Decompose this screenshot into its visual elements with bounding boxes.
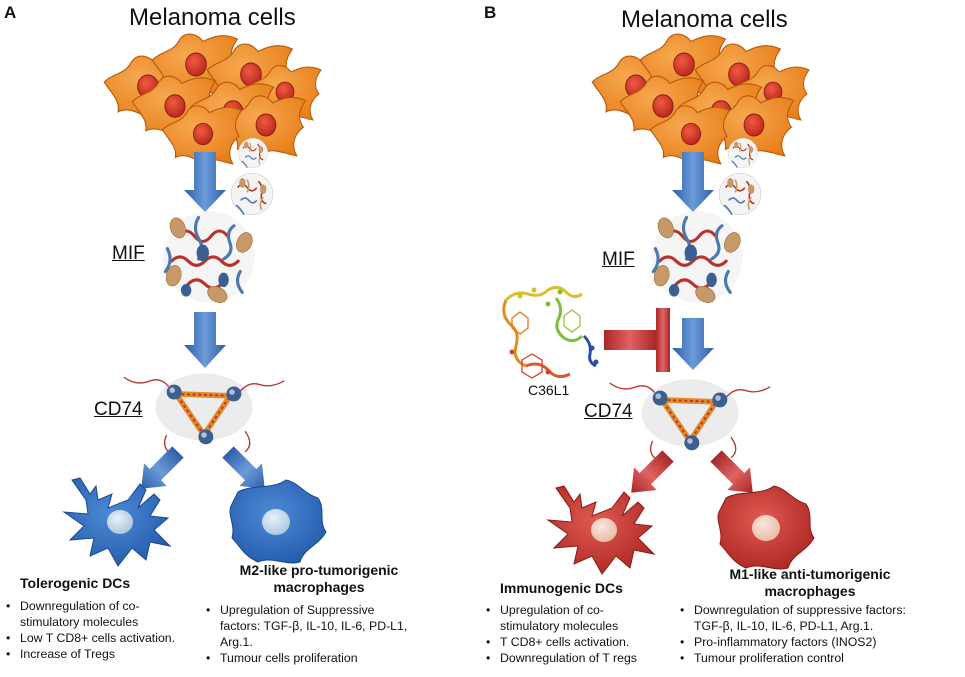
cd74-protein-icon [610, 379, 771, 459]
cd74-protein-icon [124, 373, 285, 453]
c36l1-peptide-icon [502, 285, 599, 379]
arrow-mif-to-cd74 [184, 312, 226, 368]
melanoma-cell-cluster-icon [591, 33, 810, 165]
list-item: stimulatory molecules [20, 614, 139, 629]
list-item: TGF-β, IL-10, IL-6, PD-L1, Arg.1. [694, 618, 874, 633]
immunogenic-dcs-list: Upregulation of co- stimulatory molecule… [486, 603, 637, 667]
m2-macrophages-title: M2-like pro-tumorigenic macrophages [206, 562, 432, 596]
c36l1-label: C36L1 [528, 382, 570, 398]
immunogenic-dcs-title: Immunogenic DCs [500, 580, 623, 596]
m1-macrophages-title: M1-like anti-tumorigenic macrophages [690, 566, 930, 600]
list-item: Downregulation of T regs [486, 651, 637, 667]
panel-a-letter: A [4, 3, 17, 22]
list-item: Tumour proliferation control [680, 651, 906, 667]
melanoma-cell-cluster-icon [103, 33, 322, 165]
tolerogenic-dendritic-cell-icon [62, 477, 172, 567]
arrow-cd74-to-macrophage [710, 450, 753, 493]
list-item: Upregulation of Suppressive [206, 603, 407, 619]
list-item: T CD8+ cells activation. [486, 635, 637, 651]
arrow-melanoma-to-mif [184, 152, 226, 212]
list-item: Increase of Tregs [6, 647, 175, 663]
panel-b-cd74-label: CD74 [584, 401, 633, 422]
panel-a-cd74-label: CD74 [94, 399, 143, 420]
panel-a [62, 33, 327, 567]
arrow-cd74-to-dc [631, 450, 674, 493]
panel-b-letter: B [484, 3, 497, 22]
panel-a-title: Melanoma cells [129, 4, 296, 31]
arrow-mif-to-cd74 [672, 318, 714, 370]
tolerogenic-dcs-list: Downregulation of co- stimulatory molecu… [6, 599, 175, 663]
m1-macrophages-list: Downregulation of suppressive factors: T… [680, 603, 906, 667]
inhibition-symbol-icon [604, 308, 670, 372]
immunogenic-dendritic-cell-icon [546, 485, 656, 575]
list-item: Upregulation of co- [486, 603, 637, 619]
mif-protein-icon [649, 209, 745, 308]
panel-b-title: Melanoma cells [621, 6, 788, 33]
m1-macrophage-icon [717, 485, 815, 570]
list-item: Downregulation of co- [6, 599, 175, 615]
m2-macrophage-icon [229, 479, 327, 564]
tolerogenic-dcs-title: Tolerogenic DCs [20, 575, 131, 591]
list-item: Low T CD8+ cells activation. [6, 631, 175, 647]
arrow-cd74-to-dc [141, 446, 184, 489]
m2-title-line2: macrophages [273, 578, 365, 595]
arrow-melanoma-to-mif [672, 152, 714, 212]
list-item: Arg.1. [220, 634, 253, 649]
list-item: Pro-inflammatory factors (INOS2) [680, 635, 906, 651]
m1-title-line1: M1-like anti-tumorigenic [729, 566, 891, 582]
list-item: Tumour cells proliferation [206, 651, 407, 667]
panel-b-mif-label: MIF [602, 249, 635, 270]
m2-macrophages-list: Upregulation of Suppressive factors: TGF… [206, 603, 407, 667]
panel-a-mif-label: MIF [112, 243, 145, 264]
list-item: factors: TGF-β, IL-10, IL-6, PD-L1, [220, 618, 408, 633]
panel-b [502, 33, 815, 575]
m1-title-line2: macrophages [764, 582, 856, 599]
mif-protein-icon [161, 209, 257, 308]
m2-title-line1: M2-like pro-tumorigenic [239, 562, 399, 578]
arrow-cd74-to-macrophage [222, 446, 265, 489]
list-item: Downregulation of suppressive factors: [680, 603, 906, 619]
list-item: stimulatory molecules [500, 618, 619, 633]
